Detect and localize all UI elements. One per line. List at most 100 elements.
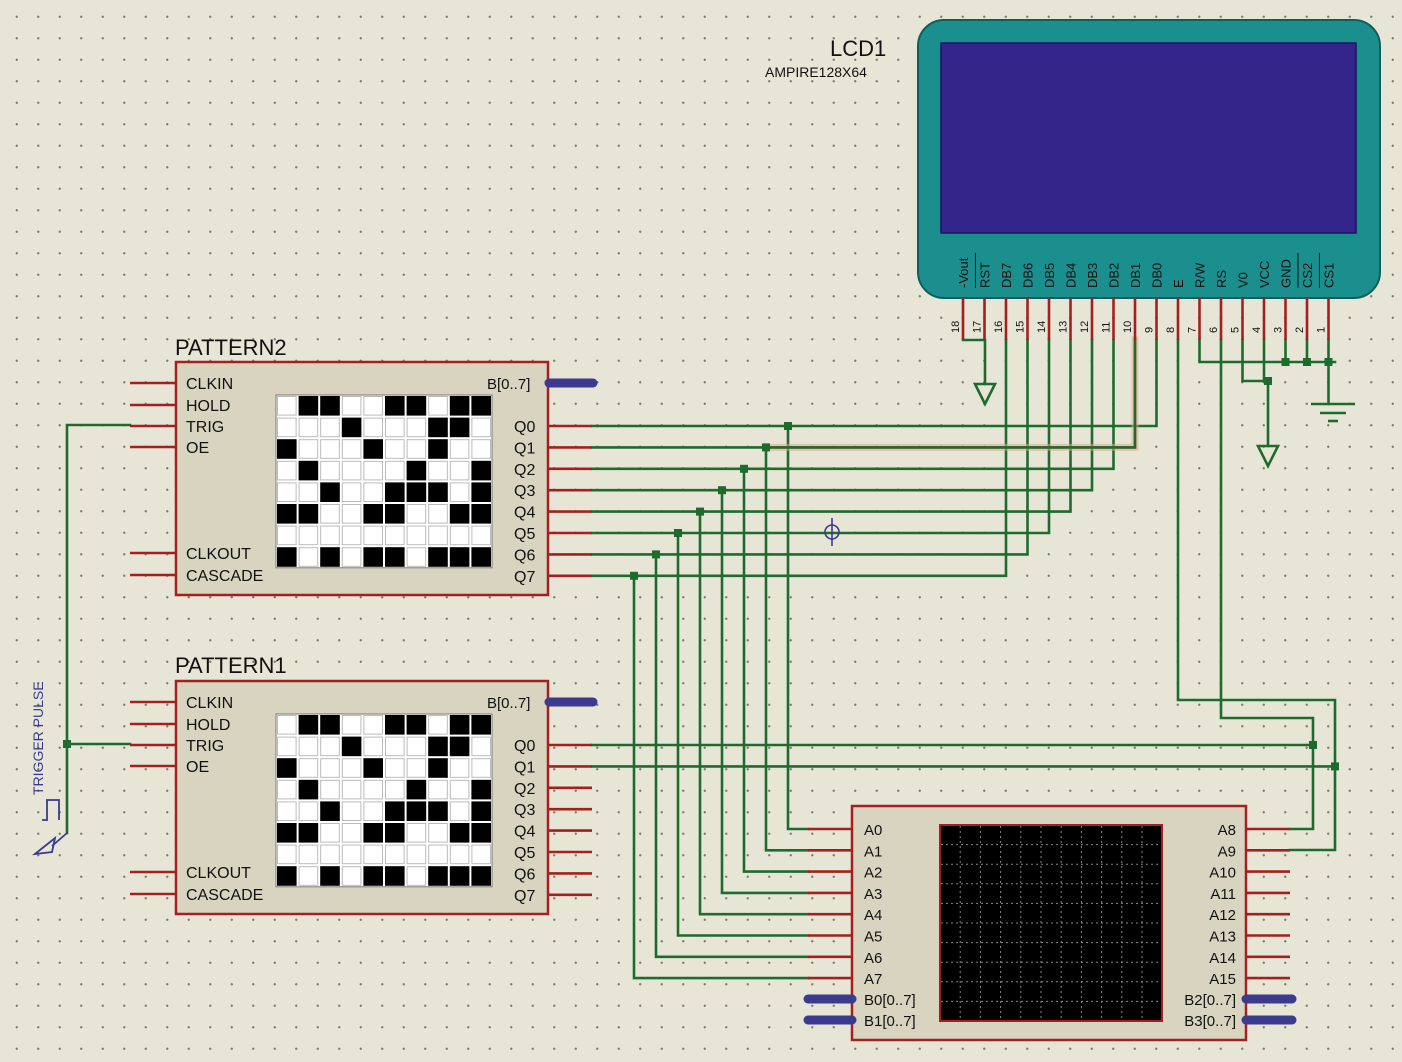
pattern1-grid-cell <box>449 736 470 757</box>
pattern2-grid-cell <box>341 417 362 438</box>
pattern1-grid-cell <box>277 866 297 886</box>
pattern2-pin-label: CLKOUT <box>186 546 251 563</box>
pattern1-grid-cell <box>320 779 340 800</box>
pattern1-grid-cell <box>277 758 297 778</box>
pattern2-grid-cell <box>341 504 362 524</box>
pattern1-grid-cell <box>298 779 319 800</box>
pattern1-grid-cell <box>385 715 405 735</box>
lcd-pin-number: 1 <box>1316 327 1328 333</box>
pattern2-grid-cell <box>320 396 340 416</box>
lcd-pin-name: V0 <box>1236 272 1251 288</box>
data-bus-q6 <box>590 338 1029 556</box>
pattern2-grid-cell <box>320 439 340 459</box>
junction-dot <box>674 529 682 537</box>
pattern2-grid-cell <box>320 547 340 567</box>
pattern2-grid-cell <box>406 460 427 481</box>
lcd-pin-name: DB4 <box>1064 263 1079 288</box>
pattern1-grid-cell <box>298 715 319 735</box>
pattern1-pin-label: CLKOUT <box>186 865 251 882</box>
pattern1-grid-cell <box>341 715 362 735</box>
pattern1-grid-cell <box>320 715 340 735</box>
junction-dot <box>1303 358 1311 366</box>
junction-dot <box>652 550 660 559</box>
pattern1-grid-cell <box>298 758 319 778</box>
trigger-net <box>65 423 132 835</box>
pattern2-grid-cell <box>385 396 405 416</box>
pattern2-grid-cell <box>428 439 448 459</box>
pattern2-pin-label: Q7 <box>514 569 535 586</box>
junction-dot <box>696 507 704 516</box>
lcd-pin-number: 5 <box>1230 327 1242 333</box>
pattern2-grid-cell <box>298 396 319 416</box>
pattern1-grid-cell <box>320 801 340 822</box>
junction-dot <box>1309 741 1317 749</box>
lcd-pin-name: VCC <box>1257 261 1272 288</box>
pattern2-grid-cell <box>363 482 383 502</box>
la-pin-label: A13 <box>1209 929 1236 946</box>
pattern2-grid-cell <box>298 547 319 567</box>
pattern2-grid-cell <box>341 482 362 502</box>
pattern1-grid-cell <box>277 801 297 822</box>
la-branch-7 <box>632 574 810 980</box>
pattern1-pin-label: HOLD <box>186 717 230 734</box>
lcd-pin-name: DB6 <box>1021 263 1036 288</box>
lcd-pin-name: E <box>1171 279 1186 288</box>
pattern1-grid-cell <box>449 823 470 843</box>
la-branch-1 <box>764 446 810 852</box>
pattern2-grid-cell <box>320 525 340 546</box>
pattern1-grid-cell <box>406 736 427 757</box>
highlighted-net <box>762 336 1139 451</box>
junction-dot <box>1281 358 1290 366</box>
pattern2-grid-cell <box>449 417 470 438</box>
pattern2-grid-cell <box>298 460 319 481</box>
pattern2-pin-label: Q3 <box>514 483 535 500</box>
pattern1-grid-cell <box>406 866 427 886</box>
data-bus-q1 <box>590 338 1137 449</box>
pattern2-grid-cell <box>471 439 491 459</box>
pattern2-grid-cell <box>341 439 362 459</box>
lcd-pin-number: 9 <box>1144 327 1156 333</box>
vout-net <box>961 338 987 386</box>
pattern1-grid-cell <box>277 779 297 800</box>
pattern1-pin-label: OE <box>186 759 209 776</box>
pattern1-grid-cell <box>277 736 297 757</box>
pattern2-grid-cell <box>385 525 405 546</box>
pattern1-pin-label: Q3 <box>514 802 535 819</box>
la-pin-label: A8 <box>1218 822 1236 839</box>
pattern1-grid-cell <box>385 736 405 757</box>
pattern1-grid-cell <box>385 844 405 865</box>
pattern1-grid-cell <box>298 736 319 757</box>
components: -Vout18RST17DB716DB615DB514DB413DB312DB2… <box>31 19 1381 1042</box>
lcd-pin-number: 17 <box>972 321 984 333</box>
pattern2-grid-cell <box>277 460 297 481</box>
data-bus-q4 <box>590 338 1072 513</box>
la-pin-label: A15 <box>1209 971 1236 988</box>
pattern1-grid-cell <box>471 866 491 886</box>
junction-dot <box>784 422 792 430</box>
pattern1-grid-cell <box>341 866 362 886</box>
pattern2-grid-cell <box>471 504 491 524</box>
la-pin-label: A9 <box>1218 843 1236 860</box>
pattern1-grid-cell <box>320 844 340 865</box>
pattern1-pin-label: CLKIN <box>186 695 233 712</box>
lcd-pin-number: 15 <box>1015 321 1027 333</box>
data-bus-q2 <box>590 338 1115 471</box>
pattern2-grid-cell <box>363 417 383 438</box>
pulse-waveform-icon <box>42 799 60 821</box>
lcd-pin-number: 16 <box>993 321 1005 333</box>
pattern1-grid-cell <box>471 715 491 735</box>
pattern1-grid-cell <box>341 779 362 800</box>
la-branch-0 <box>786 424 810 831</box>
lcd-pin-number: 3 <box>1273 327 1285 333</box>
junctions <box>63 358 1339 771</box>
pattern1-ref-label: PATTERN1 <box>175 653 287 678</box>
pattern1-grid-cell <box>471 844 491 865</box>
pattern1-grid-cell <box>320 823 340 843</box>
pattern2-pin-label: TRIG <box>186 419 224 436</box>
pattern1-grid-cell <box>298 844 319 865</box>
pattern1-grid-cell <box>341 844 362 865</box>
lcd-pin-number: 8 <box>1165 327 1177 333</box>
data-bus-q0 <box>590 338 1158 428</box>
pattern1-grid-cell <box>385 801 405 822</box>
